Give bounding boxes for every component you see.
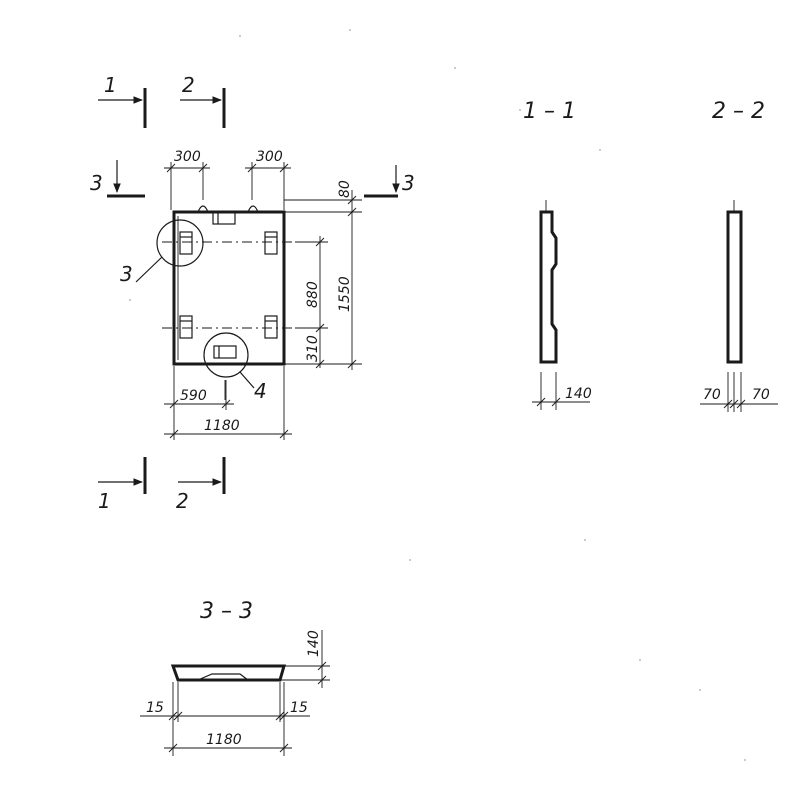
section-2-2-right-label: 70: [752, 387, 770, 403]
embedded-pockets: [179, 211, 278, 359]
detail-4-circle: [203, 332, 249, 378]
section-1-1-thickness-label: 140: [565, 386, 592, 402]
dim-side-880-label: 880: [305, 281, 321, 308]
cut-mark-1-top: 1: [98, 73, 147, 128]
section-3-3-width-label: 1180: [206, 732, 242, 748]
cut-mark-1-bottom: 1: [98, 457, 147, 513]
dim-bottom: [164, 366, 292, 440]
section-1-1-title: 1 – 1: [523, 99, 576, 124]
section-3-3-left-edge-label: 15: [146, 700, 164, 716]
section-2-2-left-label: 70: [703, 387, 721, 403]
dim-bottom-590-label: 590: [180, 388, 207, 404]
dim-bottom-1180-label: 1180: [204, 418, 240, 434]
scan-noise: [129, 29, 746, 761]
cut-mark-2-bottom: 2: [176, 457, 226, 513]
detail-4-label: 4: [254, 379, 267, 403]
cut-mark-1-bottom-label: 1: [98, 489, 111, 513]
dim-side-310-label: 310: [305, 335, 321, 362]
section-1-1-profile: [539, 210, 558, 364]
section-2-2-profile: [726, 210, 743, 364]
dim-top-right-300-label: 300: [256, 149, 283, 165]
section-3-3: 3 – 3 140 15 15 1180: [140, 599, 330, 756]
dim-top-left-300-label: 300: [174, 149, 201, 165]
cut-mark-2-top: 2: [180, 73, 226, 128]
detail-3-circle: [156, 219, 204, 267]
cut-mark-2-top-label: 2: [182, 73, 195, 97]
dim-side-80-label: 80: [337, 180, 353, 198]
cut-mark-3-right-label: 3: [402, 171, 415, 195]
cut-mark-3-right: 3: [364, 165, 415, 198]
plan-view: 1 2 1 2 3 3: [90, 73, 415, 513]
cut-mark-3-left-label: 3: [90, 171, 103, 195]
section-3-3-height-label: 140: [306, 630, 322, 657]
cut-mark-1-top-label: 1: [104, 73, 117, 97]
section-1-1: 1 – 1 140: [523, 99, 592, 410]
dim-side-1550-label: 1550: [337, 276, 353, 312]
slab-outline: [172, 210, 286, 366]
section-3-3-right-edge-label: 15: [290, 700, 308, 716]
dim-top-right-300: 300: [245, 149, 291, 210]
dim-right-side: [284, 190, 362, 370]
cut-mark-2-bottom-label: 2: [176, 489, 189, 513]
section-2-2-title: 2 – 2: [712, 99, 765, 124]
section-3-3-profile: [170, 664, 286, 682]
section-3-3-title: 3 – 3: [200, 599, 253, 624]
cut-mark-3-left: 3: [90, 160, 145, 198]
section-2-2: 2 – 2 70 70: [700, 99, 778, 412]
dim-top-left-300: 300: [164, 149, 210, 210]
detail-3-label: 3: [120, 262, 133, 286]
lifting-loops: [197, 205, 259, 213]
axis-lines: [162, 241, 300, 400]
